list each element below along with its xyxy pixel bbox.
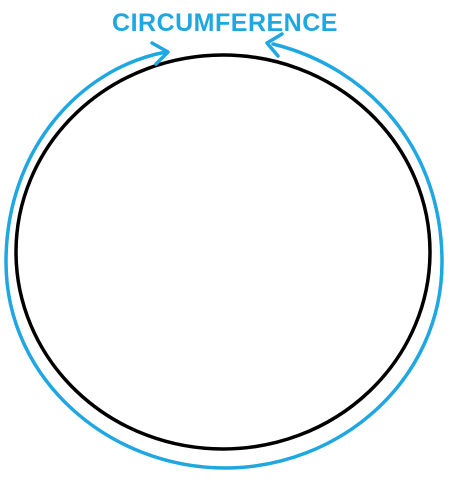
circumference-arc <box>4 42 444 470</box>
circumference-label: CIRCUMFERENCE <box>112 9 338 37</box>
arrowhead-left-icon <box>150 41 170 66</box>
arrowhead-right-icon <box>265 32 284 58</box>
circle <box>14 53 432 451</box>
